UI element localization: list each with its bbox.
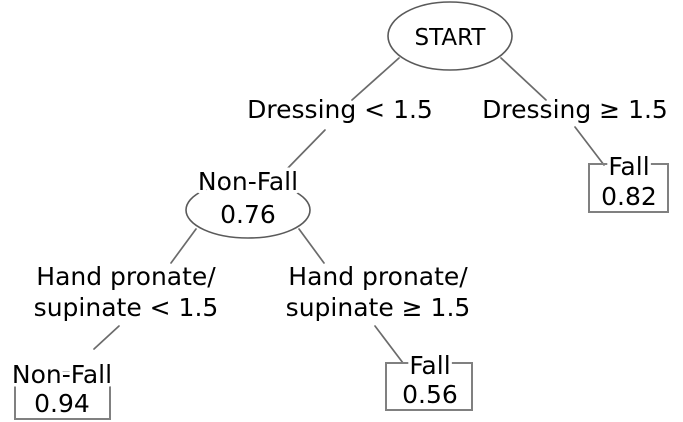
edge-dressing-gte-to-fall-082 [574,126,605,166]
non-fall-076-label-halo: Non-Fall [198,167,298,196]
start-node-label: START [415,25,487,51]
node-shape-group [185,1,513,239]
edge-label-hand-lt-line1-halo: Hand pronate/ [36,262,216,291]
edge-label-hand-gte-line1-halo: Hand pronate/ [288,262,468,291]
node-text-group: START Non-Fall Non-Fall 0.76 [194,25,487,229]
non-fall-076-value: 0.76 [220,200,276,229]
edge-start-to-dressing-lt [351,57,400,101]
fall-082-value: 0.82 [601,182,657,211]
leaf-text-group: Fall Fall 0.82 Non-Fall Non-Fall 0.94 Fa… [8,149,657,419]
edge-label-hand-gte-line2: supinate ≥ 1.5 [286,293,471,322]
edge-hand-lt-to-nonfall-094 [93,325,120,350]
non-fall-076-label: Non-Fall [198,167,298,196]
non-fall-094-label: Non-Fall [12,360,112,389]
edge-nonfall-to-hand-gte [298,228,325,264]
fall-056-value: 0.56 [402,380,458,409]
edge-nonfall-to-hand-lt [170,228,197,264]
edge-label-hand-gte-line1: Hand pronate/ [288,262,468,291]
leaf-box-fall-082 [588,163,669,213]
edge-label-dressing-lt-halo: Dressing < 1.5 [247,95,433,124]
edge-label-dressing-gte-halo: Dressing ≥ 1.5 [482,95,668,124]
edge-start-to-dressing-gte [500,57,547,101]
fall-082-label-halo: Fall [608,152,649,181]
ellipse-start [387,1,513,71]
edge-dressing-lt-to-nonfall [284,129,326,172]
non-fall-094-value: 0.94 [34,389,90,418]
ellipse-non-fall-076 [185,181,311,239]
fall-056-label: Fall [409,351,450,380]
edge-group [93,57,605,364]
fall-082-label: Fall [608,152,649,181]
edge-label-dressing-lt: Dressing < 1.5 [247,95,433,124]
leaf-box-non-fall-094 [14,371,111,420]
edge-label-hand-lt-line2: supinate < 1.5 [34,293,219,322]
edge-label-hand-lt-line1: Hand pronate/ [36,262,216,291]
leaf-box-fall-056 [385,362,473,411]
edge-label-hand-gte-line2-halo: supinate ≥ 1.5 [286,293,471,322]
edge-label-group: Dressing < 1.5 Dressing < 1.5 Dressing ≥… [30,92,671,326]
edge-label-hand-lt-line2-halo: supinate < 1.5 [34,293,219,322]
fall-056-label-halo: Fall [409,351,450,380]
edge-label-dressing-gte: Dressing ≥ 1.5 [482,95,668,124]
edge-hand-gte-to-fall-056 [374,325,404,364]
non-fall-094-label-halo: Non-Fall [12,360,112,389]
leaf-box-group [14,163,669,420]
